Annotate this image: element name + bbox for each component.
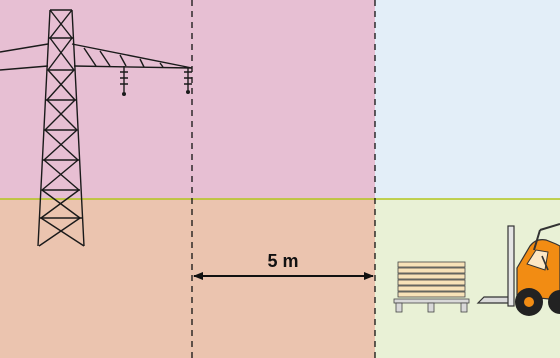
- safe-zone-sky: [375, 0, 560, 199]
- pallet-stack-icon: [393, 261, 470, 313]
- danger-zone-ground: [0, 199, 375, 358]
- distance-label: 5 m: [267, 251, 298, 271]
- power-pylon-icon: [0, 9, 193, 247]
- insulator-end: [186, 90, 190, 94]
- forklift-icon: [476, 223, 560, 316]
- insulator-end: [122, 92, 126, 96]
